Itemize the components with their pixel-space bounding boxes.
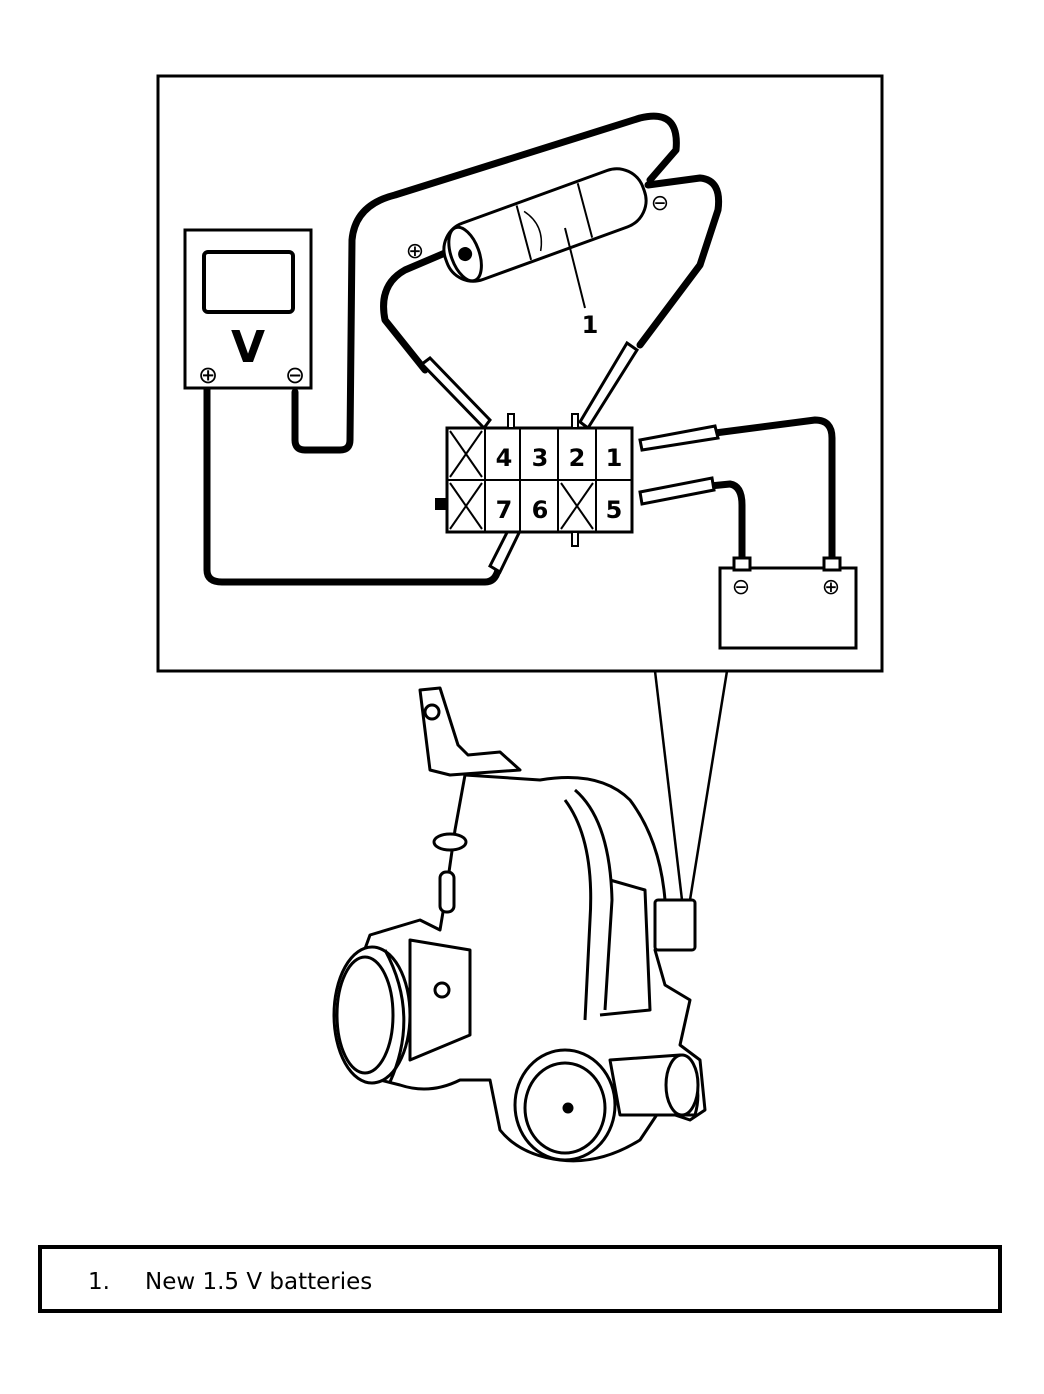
voltmeter-display	[202, 250, 295, 314]
pin-4-label: 4	[496, 444, 513, 472]
voltmeter-plus-terminal: ⊕	[198, 361, 218, 389]
leader-lines	[653, 670, 729, 901]
voltmeter: V ⊕ ⊖	[183, 228, 313, 390]
battery-pack-minus-terminal: ⊖	[651, 191, 669, 216]
legend-item-1: 1. New 1.5 V batteries	[88, 1269, 372, 1295]
car-battery: ⊖ ⊕	[718, 556, 858, 650]
pin-2-label: 2	[569, 444, 586, 472]
legend-item-number: 1.	[88, 1269, 110, 1295]
callout-1: 1	[582, 311, 599, 339]
pin-3-label: 3	[532, 444, 549, 472]
pin-1-label: 1	[606, 444, 623, 472]
legend-item-text: New 1.5 V batteries	[145, 1269, 373, 1295]
battery-pack-plus-terminal: ⊕	[406, 239, 424, 264]
pin-6-label: 6	[532, 496, 549, 524]
voltmeter-minus-terminal: ⊖	[285, 361, 305, 389]
legend-box: 1. New 1.5 V batteries	[38, 1245, 1002, 1313]
pin-5-label: 5	[606, 496, 623, 524]
connector: 4 3 2 1 7 6 5	[435, 413, 634, 547]
wires	[203, 112, 836, 586]
inset-frame	[156, 74, 884, 673]
callout-leader	[564, 227, 586, 309]
battery-pack	[442, 167, 648, 283]
voltmeter-symbol: V	[231, 322, 265, 373]
car-battery-plus-terminal: ⊕	[822, 575, 840, 600]
car-battery-minus-terminal: ⊖	[732, 575, 750, 600]
pin-7-label: 7	[496, 496, 513, 524]
component-drawing	[332, 686, 707, 1163]
